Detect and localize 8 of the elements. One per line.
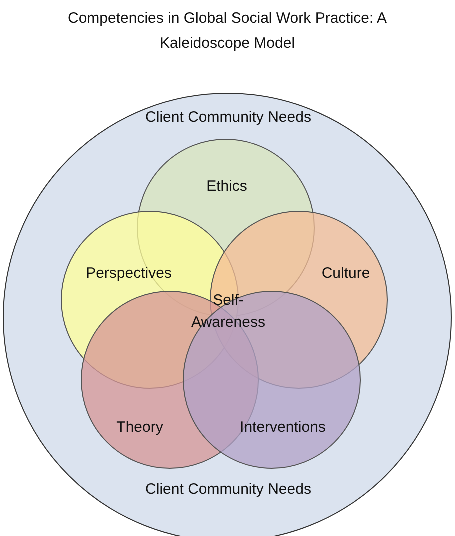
circle-label: Client Community Needs <box>144 109 312 126</box>
circle-label: Theory <box>116 419 164 436</box>
circle-label: Perspectives <box>85 265 173 282</box>
circle-label: Interventions <box>239 419 327 436</box>
circle-label: Client Community Needs <box>144 481 312 498</box>
title: Competencies in Global Social Work Practice: A Kaleidoscope Model <box>66 9 388 54</box>
circle-label: Ethics <box>206 178 248 195</box>
circle-label: Culture <box>320 265 372 282</box>
